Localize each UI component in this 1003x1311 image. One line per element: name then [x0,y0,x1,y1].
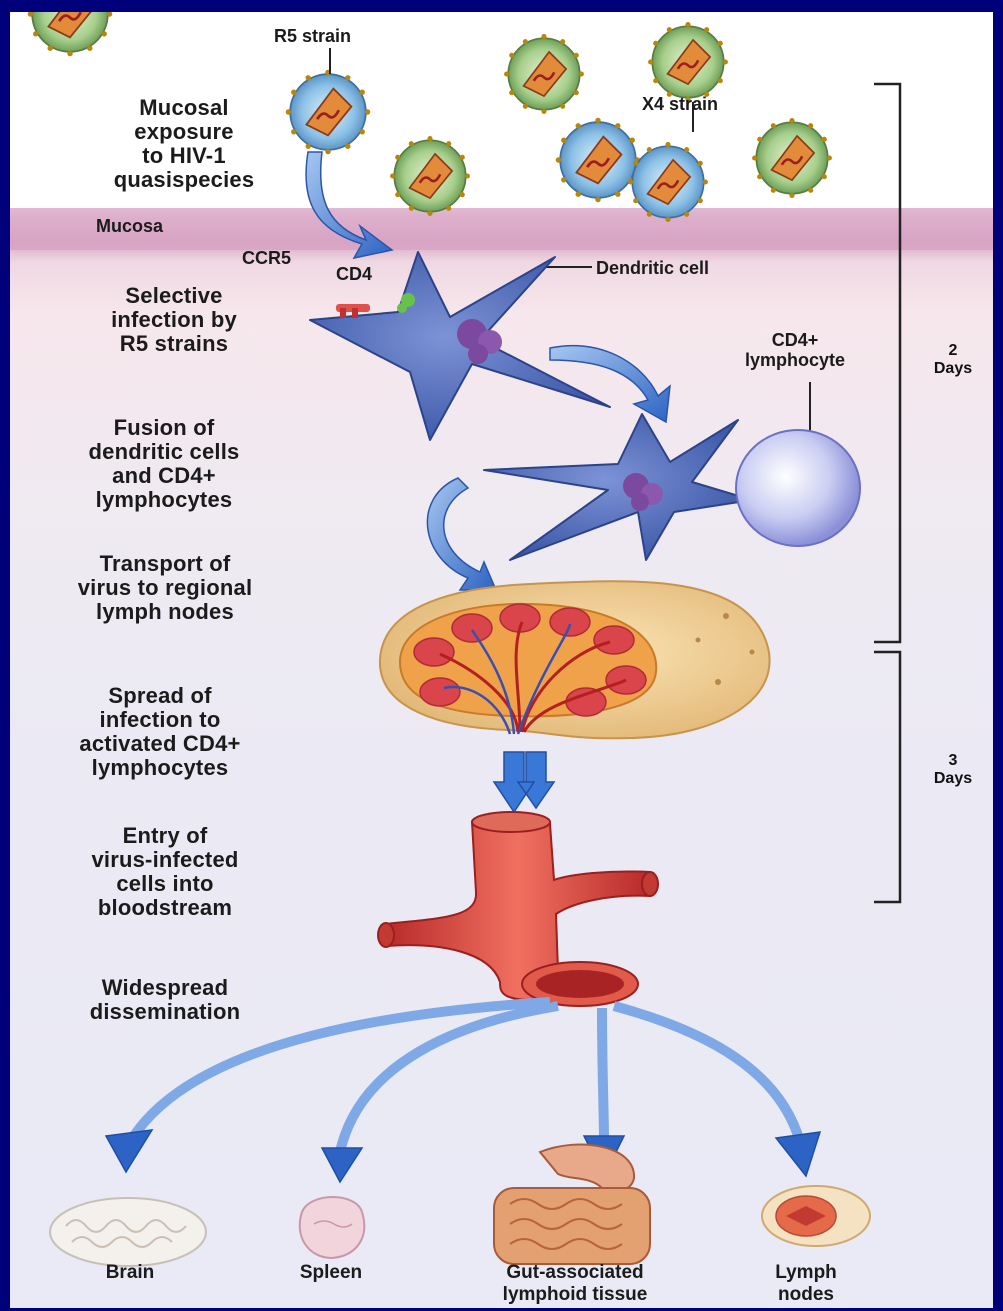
step-entry-bloodstream: Entry of virus-infected cells into blood… [30,824,300,920]
dissemination-arrowheads [106,1130,820,1182]
dendritic-cell-2 [484,414,752,560]
step-mucosal-exposure: Mucosal exposure to HIV-1 quasispecies [74,96,294,192]
spleen-illustration [300,1197,365,1258]
virus-x4-6 [752,118,832,198]
r5-strain-label: R5 strain [274,26,351,46]
dissemination-arrows [130,1002,800,1152]
blood-vessel [378,812,658,1006]
diagram-artwork [10,12,993,1308]
dendritic-cell-label: Dendritic cell [596,258,709,278]
step-selective-infection: Selective infection by R5 strains [54,284,294,356]
transport-arrow [427,478,496,590]
x4-strain-label: X4 strain [642,94,718,114]
lymph-node [380,581,770,738]
spread-arrow [494,752,554,812]
step-fusion: Fusion of dendritic cells and CD4+ lymph… [24,416,304,512]
organ-label-lymph-nodes: Lymph nodes [746,1262,866,1306]
lymph-nodes-illustration [762,1186,870,1246]
organ-label-gut: Gut-associated lymphoid tissue [440,1262,710,1306]
timeline-label-3-days: 3 Days [918,752,988,788]
virus-partial-top [28,12,113,56]
cd4-label: CD4 [336,264,372,284]
ccr5-label: CCR5 [242,248,291,268]
brain-illustration [50,1198,206,1266]
organ-label-brain: Brain [80,1262,180,1284]
organ-label-spleen: Spleen [266,1262,396,1284]
mucosa-label: Mucosa [96,216,163,236]
timeline-bracket-3-days [874,652,900,902]
step-dissemination: Widespread dissemination [30,976,300,1024]
fusion-arrow [550,346,670,422]
timeline-label-2-days: 2 Days [918,342,988,378]
virus-x4-4 [556,118,641,203]
cd4-lymphocyte-cell [736,430,860,546]
virus-r5 [286,70,371,155]
step-transport: Transport of virus to regional lymph nod… [10,552,320,624]
step-spread: Spread of infection to activated CD4+ ly… [10,684,310,780]
virus-x4-2 [648,22,728,102]
virus-x4-1 [504,34,584,114]
diagram-panel: R5 strain X4 strain Mucosa CCR5 CD4 Dend… [10,12,993,1308]
cd4-lymphocyte-label: CD4+ lymphocyte [710,330,880,370]
gut-illustration [494,1144,650,1264]
virus-x4-3 [390,136,470,216]
